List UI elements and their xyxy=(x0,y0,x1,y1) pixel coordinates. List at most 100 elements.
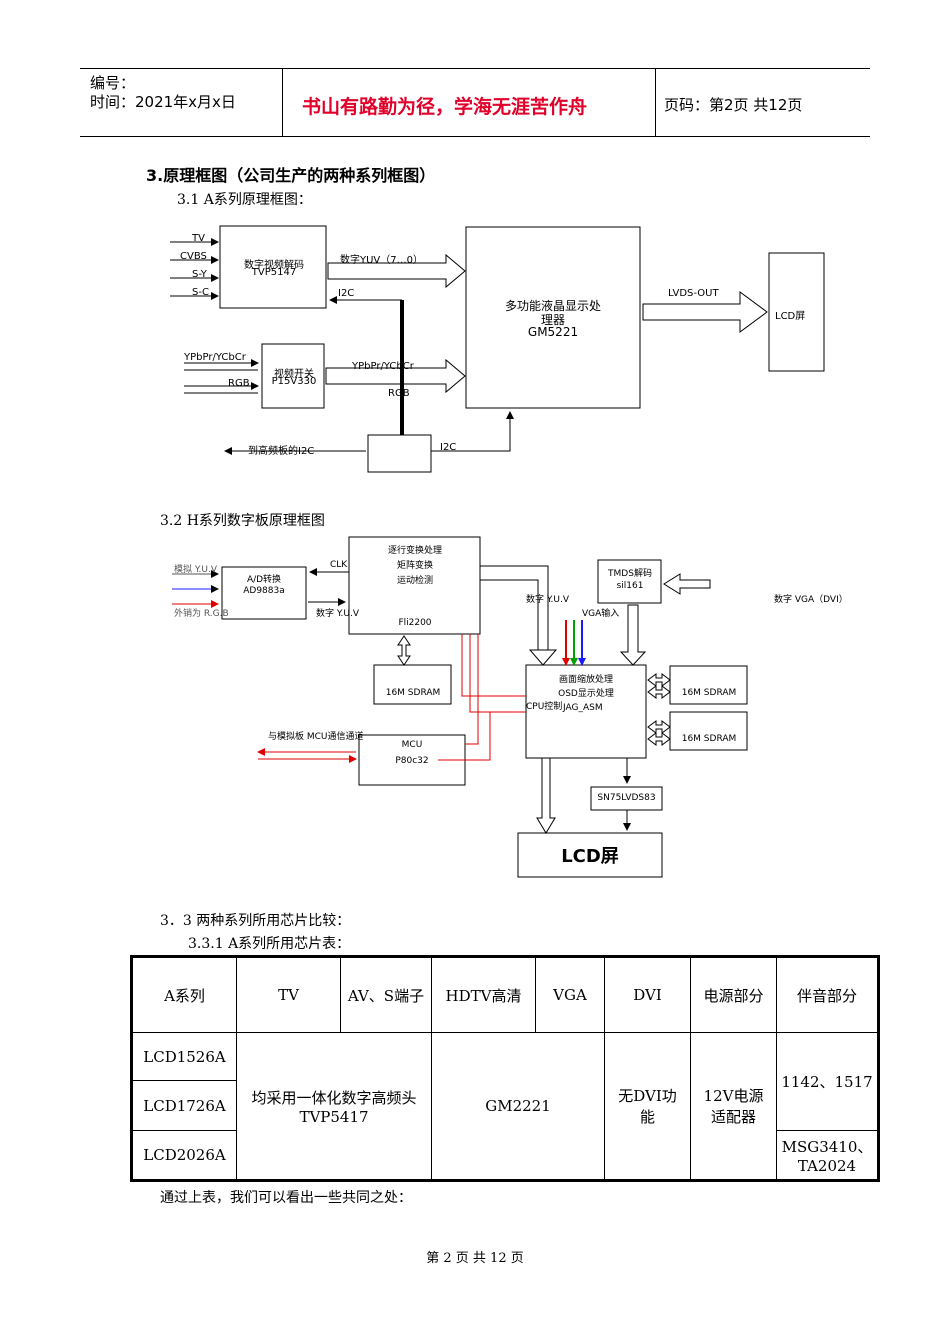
switch-line1: 视频开关 xyxy=(274,369,314,380)
label-analog-yuv: 模拟 Y.U.V xyxy=(174,565,218,575)
yuv-arrow xyxy=(327,253,466,289)
model-cell: LCD2026A xyxy=(131,1130,237,1181)
deint-line3: 运动检测 xyxy=(396,576,433,586)
sdram-box-3 xyxy=(669,711,748,751)
model-cell: LCD1726A xyxy=(131,1080,237,1131)
header-cell: HDTV高清 xyxy=(431,956,536,1033)
table-row: LCD1726A xyxy=(131,1080,879,1131)
audio-cell-1: 1142、1517 xyxy=(776,1032,879,1131)
label-export-rgb: 外销为 R.G.B xyxy=(174,609,229,619)
mcu-line1: MCU xyxy=(401,740,423,750)
model-cell: LCD1526A xyxy=(131,1032,237,1081)
scaler-line1: 画面缩放处理 xyxy=(558,675,613,685)
table-header-row: A系列 TV AV、S端子 HDTV高清 VGA DVI 电源部分 伴音部分 xyxy=(131,956,879,1033)
header-divider xyxy=(282,68,283,136)
scaler-cell: GM2221 xyxy=(431,1032,605,1181)
lvds-arrow xyxy=(642,291,768,333)
label-clk: CLK xyxy=(330,560,348,570)
header-cell: DVI xyxy=(604,956,691,1033)
deint-line2: 矩阵变换 xyxy=(396,561,433,571)
label-to-tuner: 到高频板的I2C xyxy=(248,446,315,457)
mcu-line2: P80c32 xyxy=(395,756,429,766)
ypbpr-arrow xyxy=(325,358,466,394)
deint-line1: 逐行变换处理 xyxy=(387,546,442,556)
lvds-chip-label: SN75LVDS83 xyxy=(597,793,656,803)
decoder-line2: TVP5147 xyxy=(251,267,297,278)
tmds-box xyxy=(597,559,662,604)
lcd-box-h xyxy=(517,832,663,878)
sdram1-label: 16M SDRAM xyxy=(385,688,441,698)
label-ypbpr-mid: YPbPr/YCbCr xyxy=(352,361,414,372)
scaler-line4: JAG_ASM xyxy=(563,703,603,713)
label-sy: S-Y xyxy=(192,269,207,280)
table-row: LCD2026A MSG3410、TA2024 xyxy=(131,1130,879,1181)
header-cell: TV xyxy=(236,956,341,1033)
dvi-cell: 无DVI功能 xyxy=(604,1032,691,1181)
header-cell: VGA xyxy=(535,956,605,1033)
table-row: LCD1526A 均采用一体化数字高频头TVP5417 GM2221 无DVI功… xyxy=(131,1032,879,1181)
deint-line4: Fli2200 xyxy=(398,618,432,628)
label-vga-dvi: 数字 VGA（DVI） xyxy=(774,595,848,605)
sdram-box-1 xyxy=(373,664,452,705)
audio-cell-2: MSG3410、TA2024 xyxy=(776,1130,879,1181)
header-motto: 书山有路勤为径，学海无涯苦作舟 xyxy=(302,96,588,118)
label-digital-yuv-2: 数字 Y.U.V xyxy=(526,595,570,605)
label-mcu-comm: 与模拟板 MCU通信通道 xyxy=(268,732,364,742)
deint-box xyxy=(348,536,481,635)
label-i2c-bottom: I2C xyxy=(440,442,457,453)
header-cell: AV、S端子 xyxy=(340,956,432,1033)
lcd-box-a xyxy=(768,252,825,372)
section-title: 3.原理框图（公司生产的两种系列框图） xyxy=(146,166,436,185)
switch-line2: P15V330 xyxy=(271,376,317,387)
ad-box xyxy=(221,566,307,620)
lcd-h-label: LCD屏 xyxy=(561,846,619,867)
label-rgb-in: RGB xyxy=(228,378,250,389)
processor-box xyxy=(465,226,641,409)
switch-box xyxy=(261,343,325,409)
processor-line3: GM5221 xyxy=(527,325,579,339)
label-ypbpr-in: YPbPr/YCbCr xyxy=(184,352,246,363)
label-cvbs: CVBS xyxy=(180,251,207,262)
label-lvds: LVDS-OUT xyxy=(668,288,719,299)
decoder-box xyxy=(219,225,327,309)
sdram2-label: 16M SDRAM xyxy=(681,688,737,698)
header-number: 编号： xyxy=(90,74,136,92)
label-digital-yuv-1: 数字 Y.U.V xyxy=(316,609,360,619)
subsection-3-3-1: 3.3.1 A系列所用芯片表： xyxy=(188,936,351,952)
ad-line2: AD9883a xyxy=(243,586,285,596)
tmds-line2: sil161 xyxy=(616,581,644,591)
subsection-3-2: 3.2 H系列数字板原理框图 xyxy=(160,513,325,529)
chip-table: A系列 TV AV、S端子 HDTV高清 VGA DVI 电源部分 伴音部分 L… xyxy=(130,955,880,1182)
decoder-line1: 数字视频解码 xyxy=(244,260,304,271)
header-time: 时间：2021年x月x日 xyxy=(90,93,236,111)
i2c-box xyxy=(367,434,432,473)
label-i2c-top: I2C xyxy=(338,288,355,299)
header-divider xyxy=(655,68,656,136)
header-bottom-rule xyxy=(80,136,870,137)
header-page: 页码：第2页 共12页 xyxy=(664,96,803,114)
tmds-line1: TMDS解码 xyxy=(608,569,652,579)
label-sc: S-C xyxy=(192,287,209,298)
label-yuv: 数字YUV（7…0） xyxy=(340,255,423,266)
tuner-cell: 均采用一体化数字高频头TVP5417 xyxy=(236,1032,432,1181)
ad-line1: A/D转换 xyxy=(246,575,282,585)
header-cell: 电源部分 xyxy=(690,956,777,1033)
power-cell: 12V电源适配器 xyxy=(690,1032,777,1181)
header-cell: 伴音部分 xyxy=(776,956,879,1033)
subsection-3-3: 3．3 两种系列所用芯片比较： xyxy=(160,913,351,929)
subsection-3-1: 3.1 A系列原理框图： xyxy=(177,192,312,208)
closing-text: 通过上表，我们可以看出一些共同之处： xyxy=(160,1190,412,1206)
label-vga-in: VGA输入 xyxy=(582,609,620,619)
processor-line1: 多功能液晶显示处 xyxy=(504,299,601,313)
processor-line2: 理器 xyxy=(540,313,565,327)
page-footer: 第 2 页 共 12 页 xyxy=(426,1251,524,1266)
lcd-a-label: LCD屏 xyxy=(775,311,806,322)
scaler-line3: CPU控制 xyxy=(526,702,563,712)
header-top-rule xyxy=(80,68,870,69)
scaler-line2: OSD显示处理 xyxy=(558,689,614,699)
sdram-box-2 xyxy=(669,665,748,705)
label-rgb-mid: RGB xyxy=(388,388,410,399)
label-tv: TV xyxy=(192,233,205,244)
header-cell: A系列 xyxy=(131,956,237,1033)
